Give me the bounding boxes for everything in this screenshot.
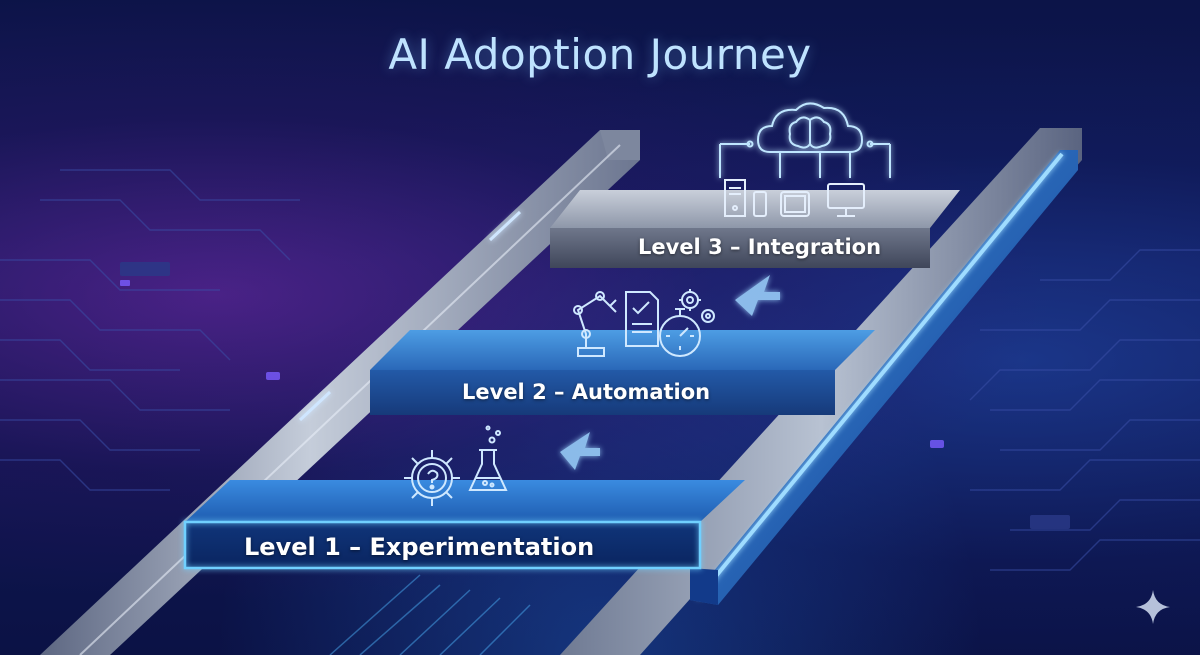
sparkle-icon: [1136, 590, 1170, 624]
stopwatch-icon: [659, 308, 701, 357]
level-2-label: Level 2 – Automation: [462, 380, 711, 404]
robot-arm-icon: [573, 291, 617, 357]
flask-icon: [468, 425, 508, 491]
circuit-nodes: [120, 262, 1070, 529]
light-streaks: [329, 574, 531, 655]
monitor-icon: [827, 183, 865, 217]
gear-question-icon: [404, 450, 460, 506]
page-title: AI Adoption Journey: [388, 30, 812, 79]
level-3-label: Level 3 – Integration: [638, 235, 882, 259]
step-1: [183, 480, 745, 570]
server-tower-icon: [724, 179, 746, 217]
level-1-label: Level 1 – Experimentation: [244, 533, 595, 561]
gears-icon: [679, 289, 715, 323]
circuit-traces: [0, 169, 1200, 571]
tablet-icon: [780, 191, 810, 217]
upward-arrows: [560, 275, 780, 470]
cloud-brain-icon: [719, 102, 891, 178]
phone-icon: [753, 191, 767, 217]
step-2: [370, 330, 875, 415]
checklist-document-icon: [625, 291, 659, 347]
